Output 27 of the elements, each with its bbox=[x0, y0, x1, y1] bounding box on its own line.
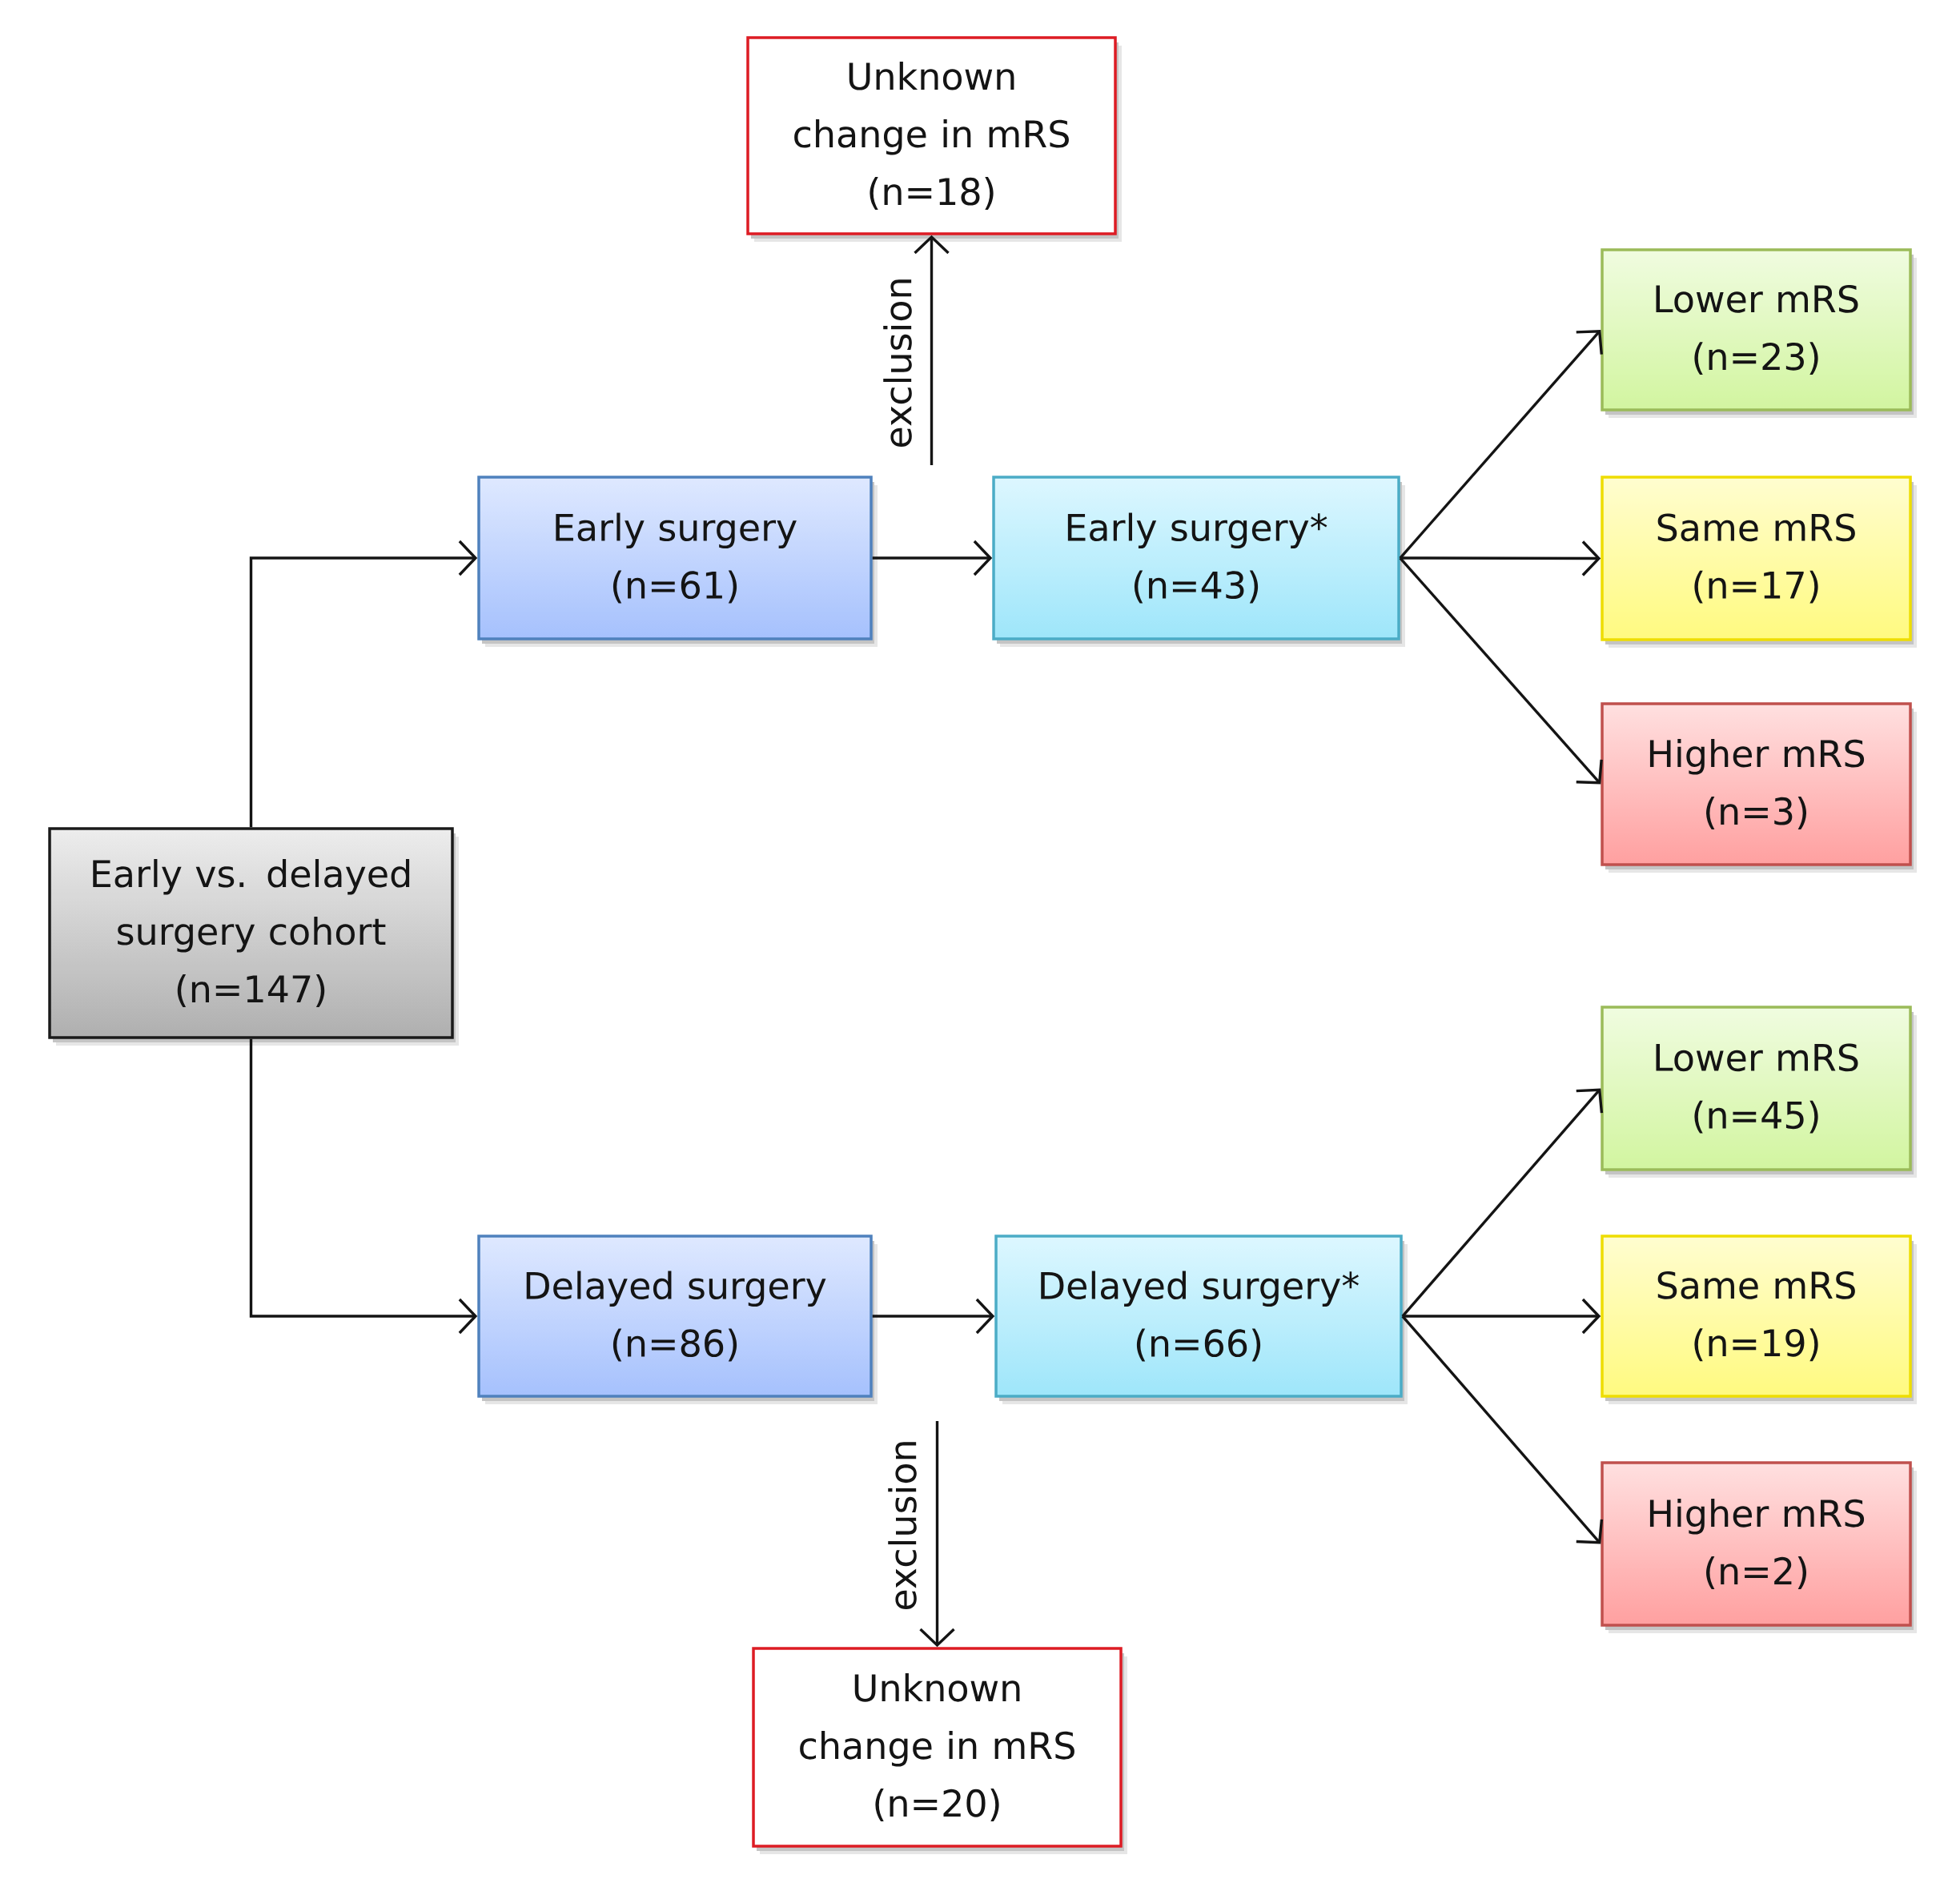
outcome-box: Same mRS (n=17) bbox=[1601, 476, 1918, 648]
process-box: Delayed surgery* (n=66) bbox=[994, 1235, 1408, 1404]
process-box: Early surgery (n=61) bbox=[477, 476, 878, 647]
outcome-box: Higher mRS (n=3) bbox=[1601, 702, 1918, 873]
edge-label: exclusion bbox=[886, 1437, 918, 1613]
arrow bbox=[914, 235, 950, 465]
arrow bbox=[1401, 1315, 1604, 1544]
process-box: Delayed surgery (n=86) bbox=[477, 1235, 878, 1404]
arrow bbox=[1399, 556, 1603, 785]
outcome-box: Lower mRS (n=45) bbox=[1601, 1006, 1918, 1178]
cohort-box: Early vs. delayed surgery cohort (n=147) bbox=[48, 827, 459, 1046]
outcome-box: Lower mRS (n=23) bbox=[1601, 248, 1918, 418]
outcome-box: Same mRS (n=19) bbox=[1601, 1235, 1918, 1404]
arrow bbox=[919, 1421, 955, 1648]
elbow-arrow bbox=[249, 540, 478, 828]
arrow bbox=[1401, 1088, 1604, 1318]
process-box: Early surgery* (n=43) bbox=[992, 476, 1405, 647]
elbow-arrow bbox=[249, 1038, 478, 1335]
arrow bbox=[872, 1298, 995, 1335]
arrow bbox=[1400, 540, 1601, 576]
outcome-box: Higher mRS (n=2) bbox=[1601, 1461, 1918, 1634]
arrow bbox=[1402, 1298, 1601, 1335]
exclusion-box: Unknown change in mRS (n=18) bbox=[746, 36, 1122, 242]
arrow bbox=[872, 540, 993, 576]
exclusion-box: Unknown change in mRS (n=20) bbox=[752, 1647, 1127, 1855]
edge-label: exclusion bbox=[882, 275, 914, 451]
arrow bbox=[1399, 330, 1603, 560]
